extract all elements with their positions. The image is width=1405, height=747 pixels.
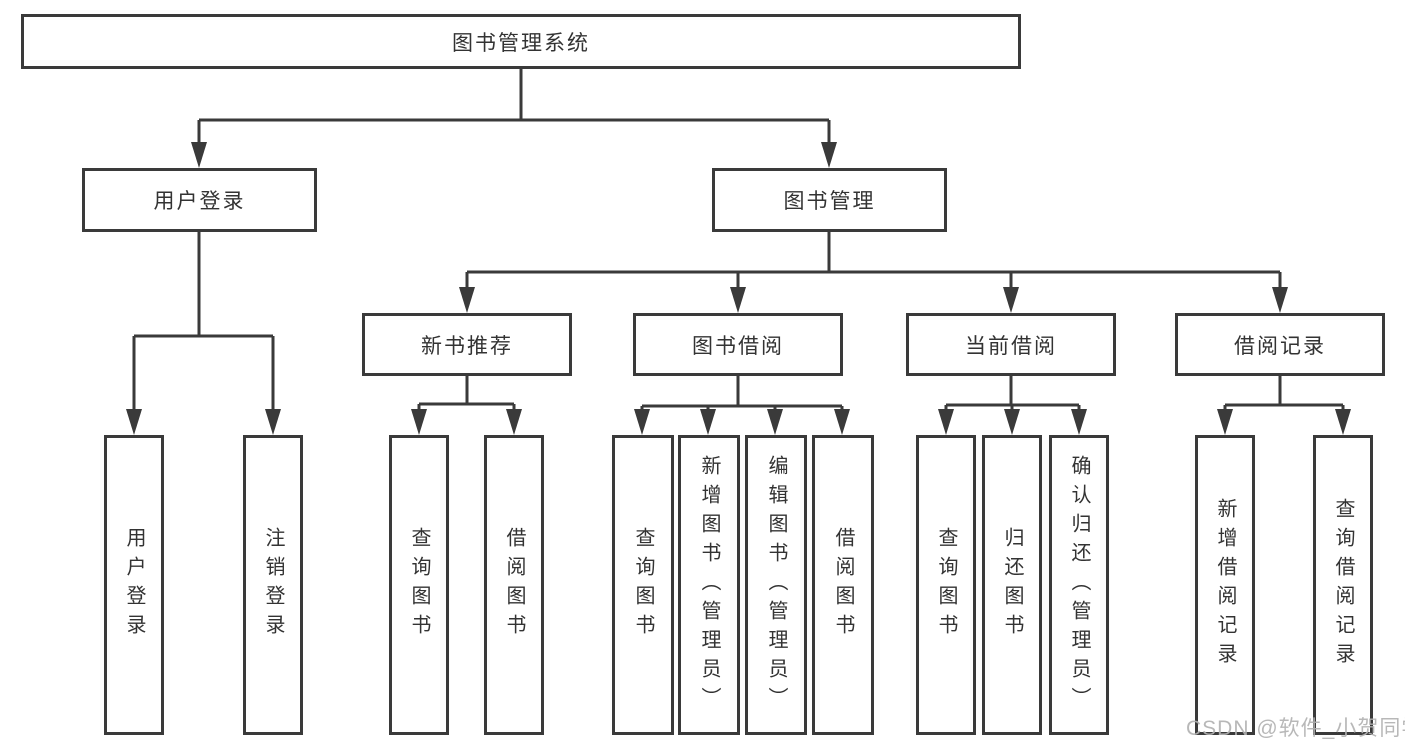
leaf-return-book-label: 归还图书 — [1001, 527, 1023, 643]
leaf-borrow-books-recommend-label: 借阅图书 — [503, 527, 525, 643]
node-borrow-records: 借阅记录 — [1175, 313, 1385, 376]
leaf-user-login: 用户登录 — [104, 435, 164, 735]
watermark: CSDN @软件_小贺同学 — [1186, 717, 1405, 740]
leaf-query-books-recommend-label: 查询图书 — [408, 527, 430, 643]
leaf-query-borrow-record-label: 查询借阅记录 — [1332, 498, 1354, 672]
leaf-query-books-recommend: 查询图书 — [389, 435, 449, 735]
node-user-login-label: 用户登录 — [153, 190, 246, 213]
node-current-borrow: 当前借阅 — [906, 313, 1116, 376]
leaf-query-borrow-record: 查询借阅记录 — [1313, 435, 1373, 735]
node-book-borrow-label: 图书借阅 — [692, 334, 784, 358]
leaf-add-book-admin-label: 新增图书（管理员） — [698, 454, 720, 716]
node-book-borrow: 图书借阅 — [633, 313, 843, 376]
node-new-book-recommend: 新书推荐 — [362, 313, 572, 376]
node-book-management: 图书管理 — [712, 168, 947, 232]
leaf-borrow-books-label: 借阅图书 — [832, 527, 854, 643]
node-user-login: 用户登录 — [82, 168, 317, 232]
leaf-borrow-books-recommend: 借阅图书 — [484, 435, 544, 735]
leaf-confirm-return-admin-label: 确认归还（管理员） — [1068, 454, 1090, 716]
leaf-edit-book-admin-label: 编辑图书（管理员） — [765, 454, 787, 716]
node-root-label: 图书管理系统 — [452, 31, 590, 55]
leaf-add-borrow-record: 新增借阅记录 — [1195, 435, 1255, 735]
leaf-add-borrow-record-label: 新增借阅记录 — [1214, 498, 1236, 672]
leaf-query-books-current: 查询图书 — [916, 435, 976, 735]
leaf-return-book: 归还图书 — [982, 435, 1042, 735]
leaf-query-books-borrow-label: 查询图书 — [632, 527, 654, 643]
leaf-logout-login-label: 注销登录 — [262, 527, 284, 643]
leaf-user-login-label: 用户登录 — [123, 527, 145, 643]
node-root: 图书管理系统 — [21, 14, 1021, 69]
node-borrow-records-label: 借阅记录 — [1234, 334, 1326, 358]
node-book-management-label: 图书管理 — [783, 190, 876, 213]
leaf-query-books-current-label: 查询图书 — [935, 527, 957, 643]
leaf-add-book-admin: 新增图书（管理员） — [678, 435, 740, 735]
leaf-query-books-borrow: 查询图书 — [612, 435, 674, 735]
node-new-book-recommend-label: 新书推荐 — [421, 334, 513, 358]
leaf-borrow-books: 借阅图书 — [812, 435, 874, 735]
node-current-borrow-label: 当前借阅 — [965, 334, 1057, 358]
leaf-logout-login: 注销登录 — [243, 435, 303, 735]
leaf-edit-book-admin: 编辑图书（管理员） — [745, 435, 807, 735]
leaf-confirm-return-admin: 确认归还（管理员） — [1049, 435, 1109, 735]
